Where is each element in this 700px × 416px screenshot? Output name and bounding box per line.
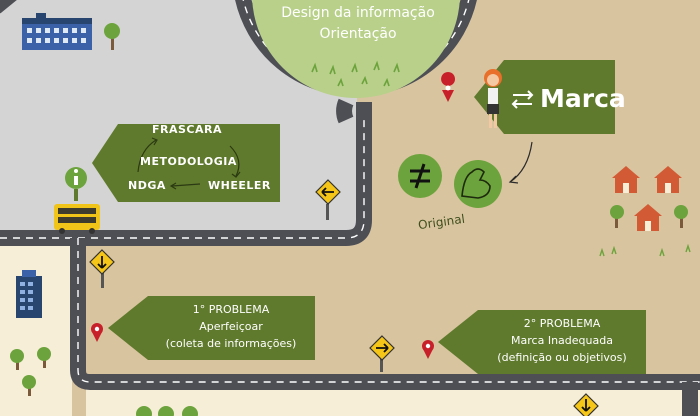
pointer-arrow-head-icon <box>508 175 519 184</box>
office-building-icon <box>22 13 92 50</box>
problem-2-line-3: (definição ou objetivos) <box>497 351 627 364</box>
woman-figure-icon <box>484 69 502 128</box>
tree-cluster-icon <box>10 347 51 396</box>
marca-sign <box>504 60 615 134</box>
right-arrow-warning-sign-icon <box>369 335 395 372</box>
problem-1-line-3: (coleta de informações) <box>165 337 297 350</box>
house-icon-3 <box>634 204 662 231</box>
location-pin-icon-3 <box>422 340 434 359</box>
roundabout-line-1: Design da informação <box>281 5 435 21</box>
roundabout-line-2: Orientação <box>319 26 397 42</box>
problem-1-text: 1° PROBLEMA Aperfeiçoar (coleta de infor… <box>148 301 314 352</box>
problem-1-line-2: Aperfeiçoar <box>199 320 263 333</box>
roundabout-title: Design da informação Orientação <box>248 3 468 45</box>
house-icon-2 <box>654 166 682 193</box>
methodology-label-wheeler: WHEELER <box>208 179 271 192</box>
problem-1-sign <box>108 296 315 360</box>
problem-1-title: 1° PROBLEMA <box>192 303 270 316</box>
methodology-label-ndga: NDGA <box>128 179 166 192</box>
strength-arm-icon <box>454 160 502 208</box>
not-equal-icon <box>398 154 442 198</box>
info-icon <box>65 167 87 201</box>
bus-icon <box>54 204 100 234</box>
methodology-label-center: METODOLOGIA <box>140 155 237 168</box>
cycle-arrows-icon <box>137 137 241 190</box>
left-arrow-warning-sign-icon <box>315 179 341 220</box>
problem-2-title: 2° PROBLEMA <box>523 317 601 330</box>
tree-icon-2 <box>610 205 688 228</box>
cream-block-bottom <box>86 388 700 416</box>
location-pin-icon <box>441 72 456 102</box>
tree-row-bottom-icon <box>136 406 198 416</box>
problem-2-sign <box>438 310 646 374</box>
house-icon <box>612 166 640 193</box>
skyscraper-icon <box>16 270 42 318</box>
roundabout <box>235 0 477 124</box>
location-pin-icon-2 <box>91 323 103 342</box>
methodology-label-frascara: FRASCARA <box>152 123 222 136</box>
methodology-sign <box>92 124 280 202</box>
down-arrow-warning-sign-icon-2 <box>573 393 599 416</box>
marca-label: Marca <box>540 84 626 113</box>
swap-arrows-icon <box>511 90 534 109</box>
problem-2-text: 2° PROBLEMA Marca Inadequada (definição … <box>478 315 646 366</box>
down-arrow-warning-sign-icon <box>89 249 115 288</box>
grass-tufts-icon <box>599 243 691 257</box>
problem-2-line-2: Marca Inadequada <box>511 334 613 347</box>
tree-icon <box>104 23 120 50</box>
